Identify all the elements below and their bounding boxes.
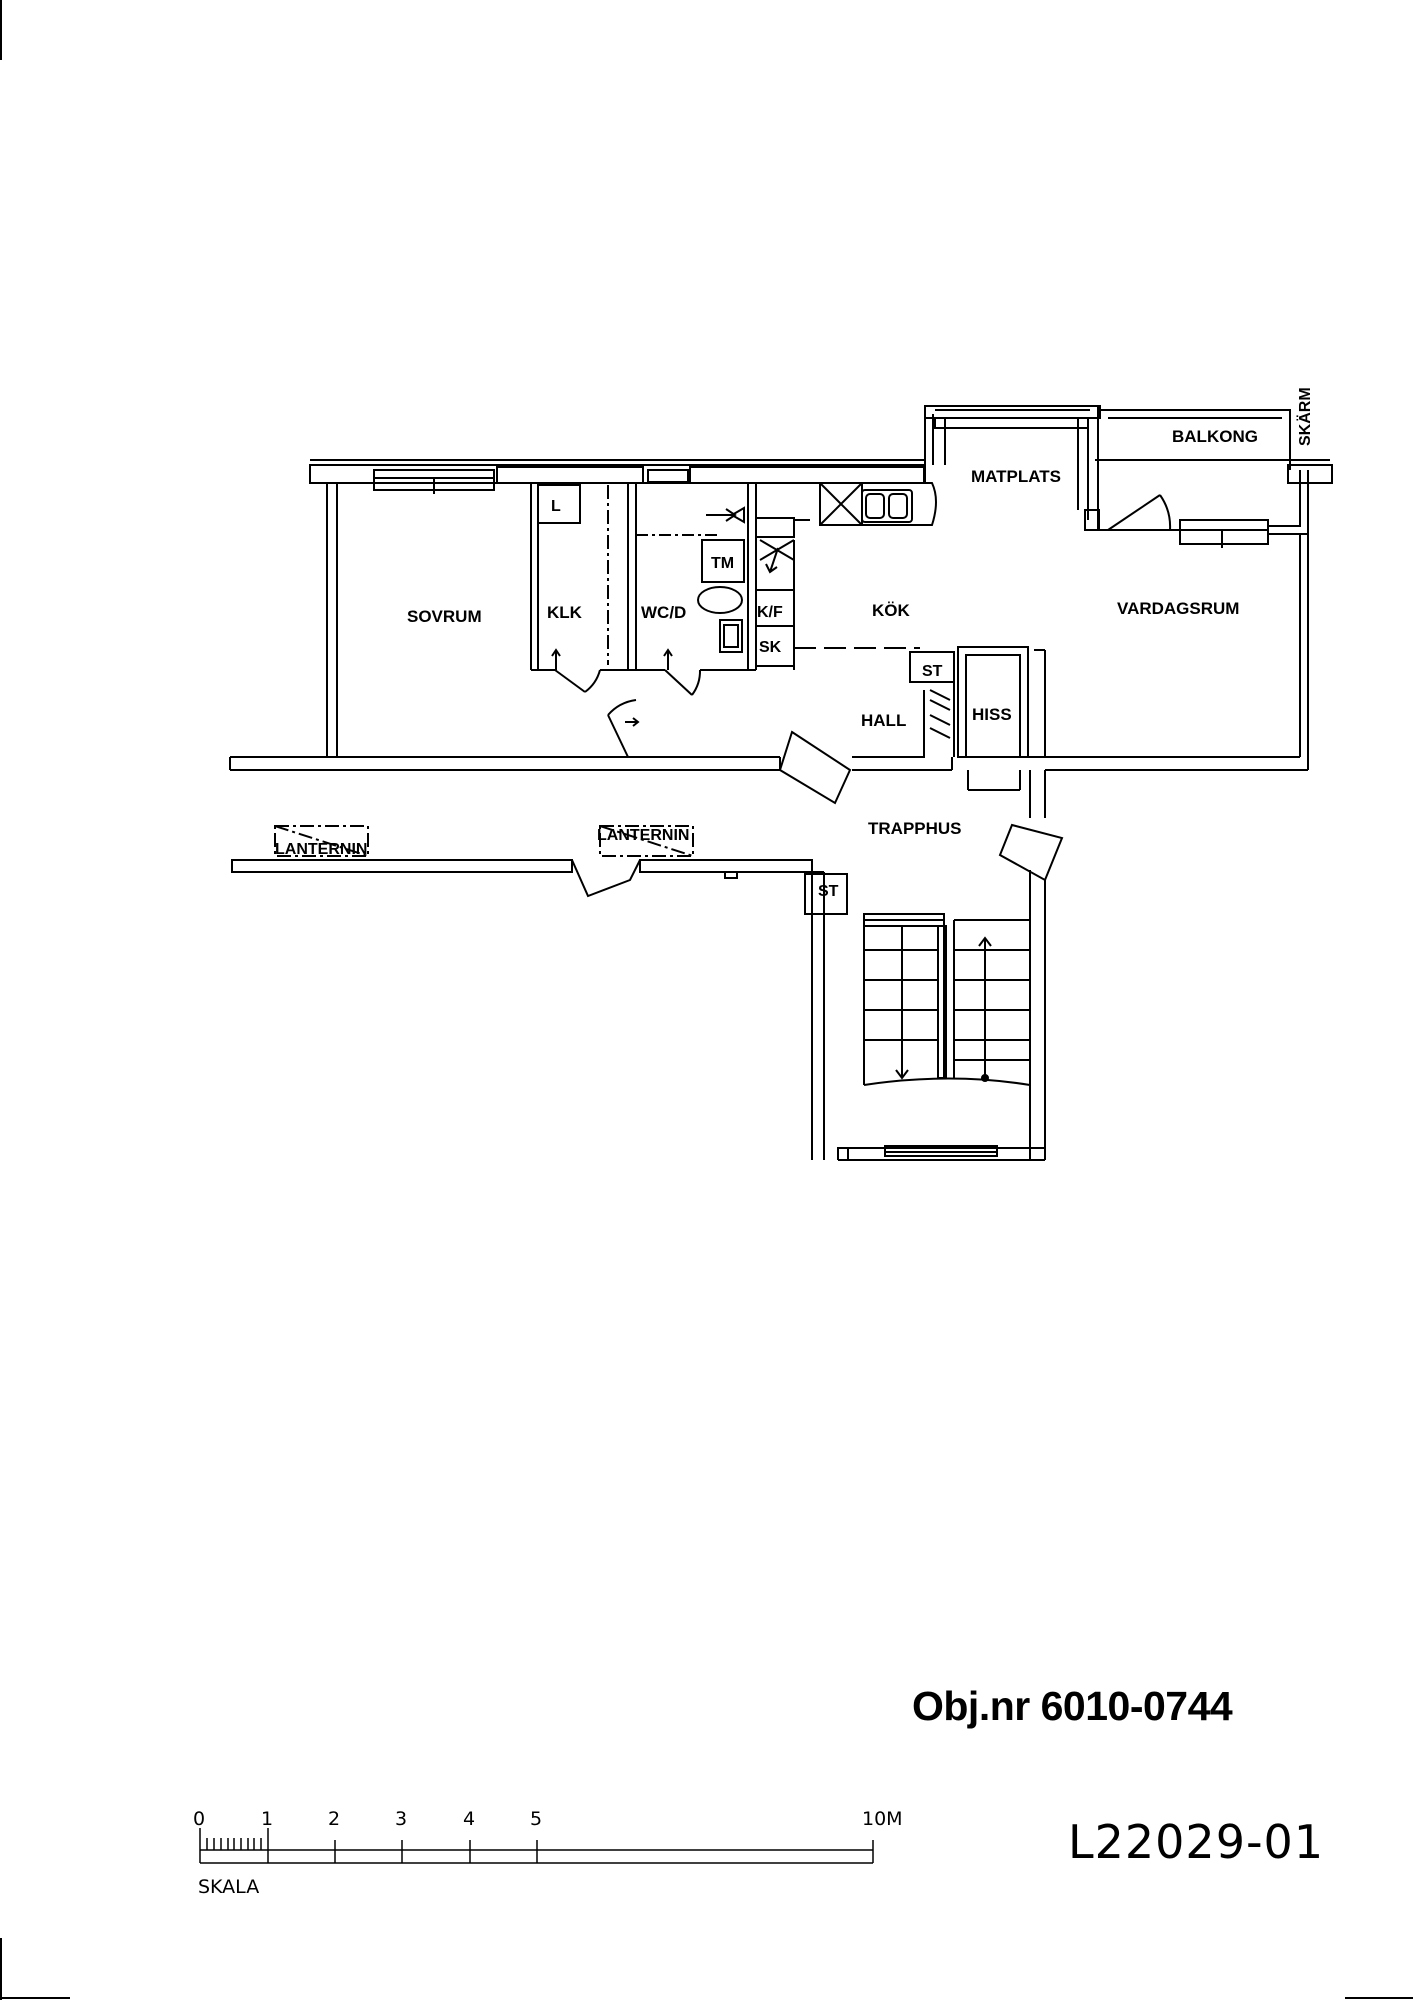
balkong-outline [1098,409,1330,548]
scale-tick-label: 2 [328,1808,340,1830]
room-label-tm: TM [711,555,734,572]
storage-box [804,873,848,915]
window [496,466,644,484]
room-label-st-lower: ST [818,883,839,900]
scale-label: SKALA [198,1876,259,1898]
stairs [863,913,1031,1086]
room-label-trapphus: TRAPPHUS [868,819,962,838]
room-label-wc: WC/D [641,603,686,622]
scale-bar [199,1828,874,1864]
sovrum-walls [229,483,780,771]
lanternin-label: LANTERNIN [275,841,367,858]
scale-tick-label: 10M [862,1808,903,1830]
lanternin-label: LANTERNIN [597,827,689,844]
vardagsrum-walls [1045,534,1309,771]
room-label-kf: K/F [757,604,783,621]
scale-tick-label: 0 [193,1808,205,1830]
stair-entry [837,1145,1046,1161]
lanternin [274,825,694,857]
room-label-matplats: MATPLATS [971,467,1061,486]
room-label-skarm: SKÄRM [1296,387,1314,446]
object-number: Obj.nr 6010-0744 [912,1683,1233,1729]
drawing-number: L22029-01 [1068,1815,1325,1869]
scale-tick-label: 5 [530,1808,542,1830]
room-label-hiss: HISS [972,705,1012,724]
room-label-sovrum: SOVRUM [407,607,482,626]
scale-tick-label: 3 [395,1808,407,1830]
door [663,648,702,696]
wc-walls [636,483,757,671]
door [607,699,640,758]
room-label-balkong: BALKONG [1172,427,1258,446]
klk-walls [530,483,637,671]
scale-tick-label: 1 [261,1808,273,1830]
room-label-vardagsrum: VARDAGSRUM [1117,599,1239,618]
window [373,469,689,494]
corridor-wall [231,859,1046,1160]
room-label-hall: HALL [861,711,906,730]
matplats-walls [924,405,1101,531]
room-label-st: ST [922,663,943,680]
north-wall [309,459,1333,484]
door [551,648,601,693]
kitchen-counter [819,482,937,526]
window [689,466,925,484]
kitchen-units [755,517,920,670]
hiss-core [909,646,1046,758]
room-label-l: L [551,498,561,515]
room-label-kok: KÖK [872,601,911,620]
room-label-sk: SK [759,639,782,656]
room-label-klk: KLK [547,603,583,622]
scale-tick-label: 4 [463,1808,475,1830]
